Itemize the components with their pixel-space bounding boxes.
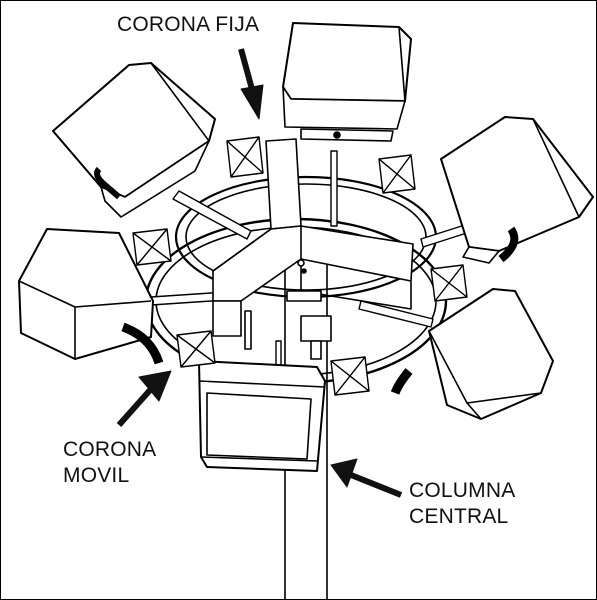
luminaire-left (18, 228, 164, 365)
luminaire-top (282, 22, 412, 142)
label-moving-crown-line2: MOVIL (63, 464, 130, 487)
junction-boxes (132, 136, 468, 396)
luminaire-top-left (52, 62, 216, 218)
label-moving-crown-line1: CORONA (63, 438, 157, 461)
label-central-column-line2: CENTRAL (409, 505, 509, 528)
label-central-column-line1: COLUMNA (409, 479, 516, 502)
luminaire-bottom (198, 360, 326, 472)
arrow-central-column (330, 458, 403, 498)
arrow-fixed-crown (238, 48, 264, 120)
luminaire-top-right (440, 116, 594, 264)
fixed-crown-structure (212, 138, 414, 360)
luminaire-right (390, 288, 554, 420)
label-fixed-crown: CORONA FIJA (117, 13, 260, 36)
arrow-moving-crown (116, 370, 172, 427)
